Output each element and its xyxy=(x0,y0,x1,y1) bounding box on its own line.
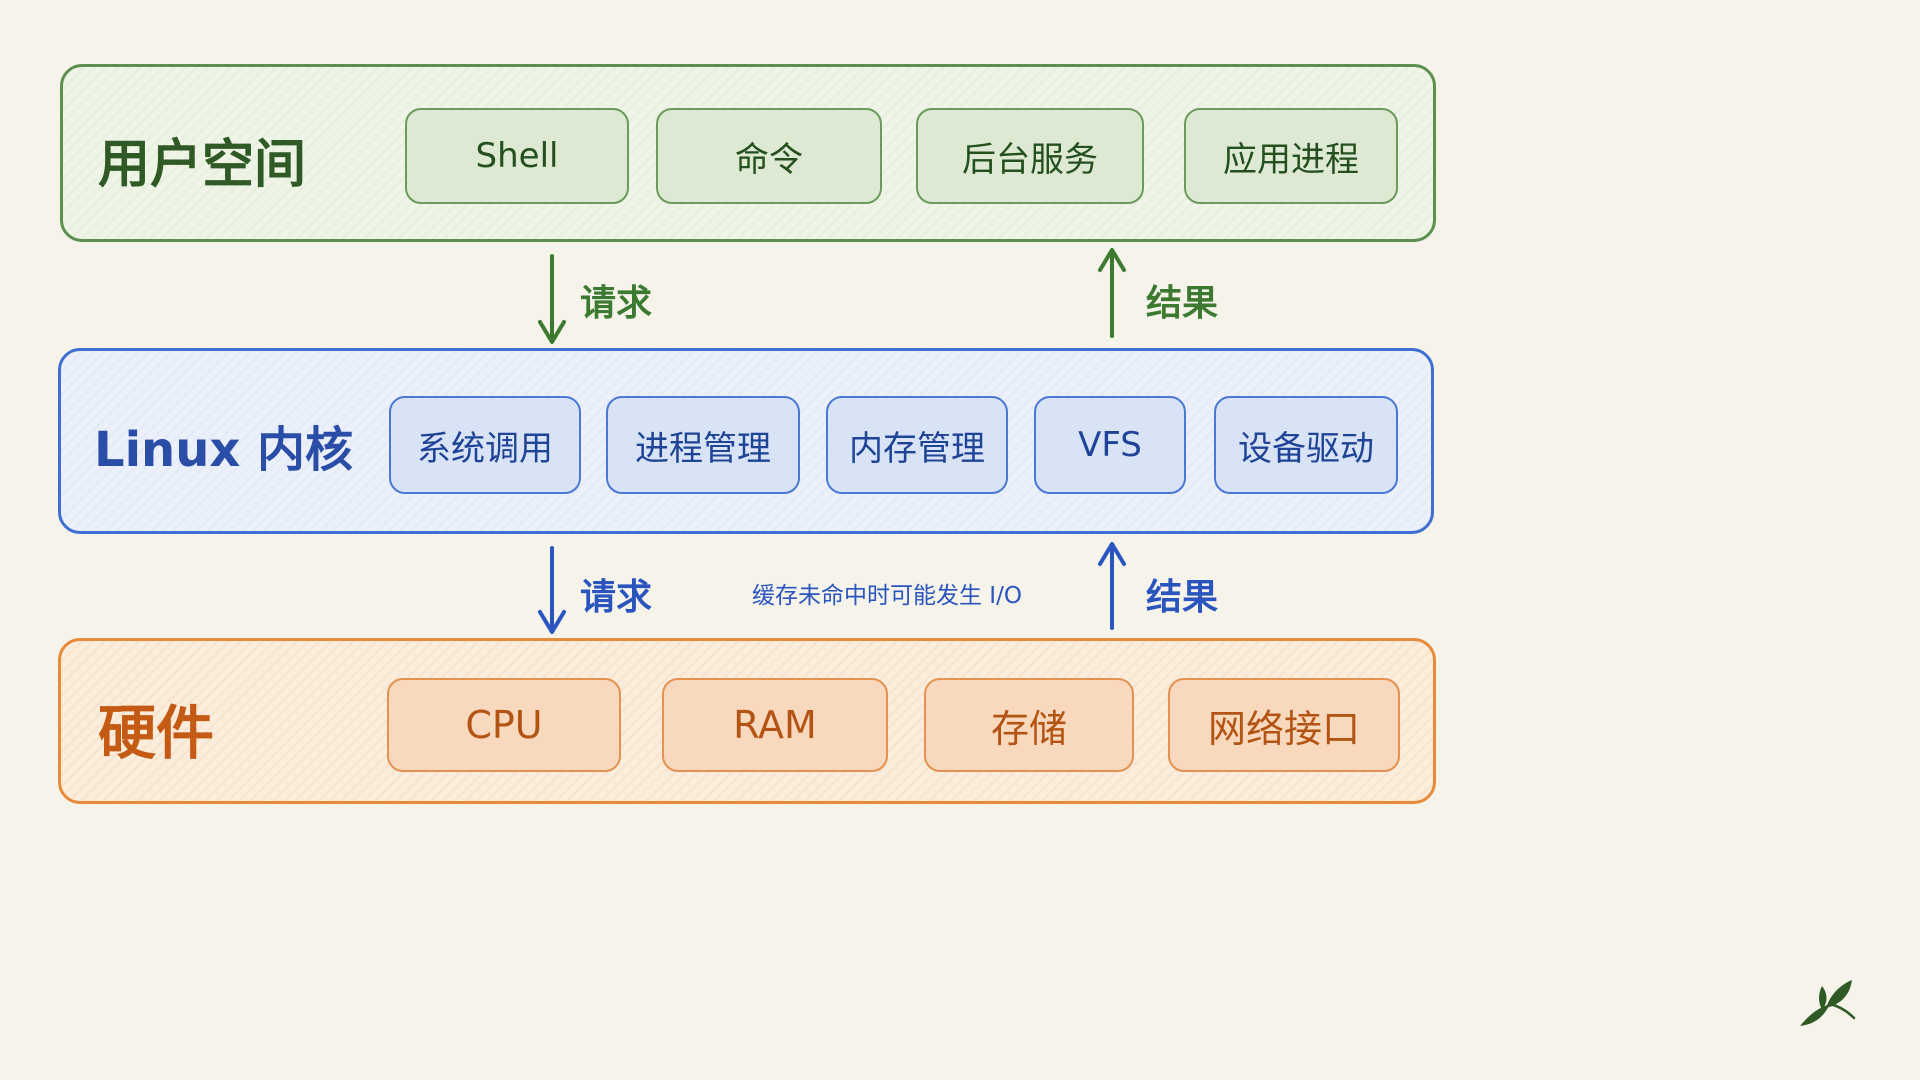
hardware-item-cpu: CPU xyxy=(387,678,621,772)
hardware-item-ram: RAM xyxy=(662,678,888,772)
kernel-item-vfs: VFS xyxy=(1034,396,1186,494)
arrow-up-result-icon xyxy=(1098,248,1126,338)
leaf-bird-icon xyxy=(1800,980,1856,1026)
arrow-down-request-icon xyxy=(538,254,566,344)
result-label-lower: 结果 xyxy=(1146,577,1219,618)
cache-miss-note: 缓存未命中时可能发生 I/O xyxy=(752,583,1022,609)
user-space-item-daemon: 后台服务 xyxy=(916,108,1144,204)
user-space-item-app-process: 应用进程 xyxy=(1184,108,1398,204)
user-space-item-command: 命令 xyxy=(656,108,882,204)
arrow-up-result-icon xyxy=(1098,542,1126,630)
hardware-title: 硬件 xyxy=(98,699,215,767)
user-space-title: 用户空间 xyxy=(98,135,307,195)
kernel-item-process-mgmt: 进程管理 xyxy=(606,396,800,494)
kernel-item-device-driver: 设备驱动 xyxy=(1214,396,1398,494)
request-label-lower: 请求 xyxy=(580,577,653,618)
request-label-upper: 请求 xyxy=(580,283,653,324)
kernel-item-syscall: 系统调用 xyxy=(389,396,581,494)
kernel-title: Linux 内核 xyxy=(94,422,354,478)
arrow-down-request-icon xyxy=(538,546,566,634)
hardware-item-network-interface: 网络接口 xyxy=(1168,678,1400,772)
hardware-item-storage: 存储 xyxy=(924,678,1134,772)
user-space-item-shell: Shell xyxy=(405,108,629,204)
kernel-item-memory-mgmt: 内存管理 xyxy=(826,396,1008,494)
result-label-upper: 结果 xyxy=(1146,283,1219,324)
